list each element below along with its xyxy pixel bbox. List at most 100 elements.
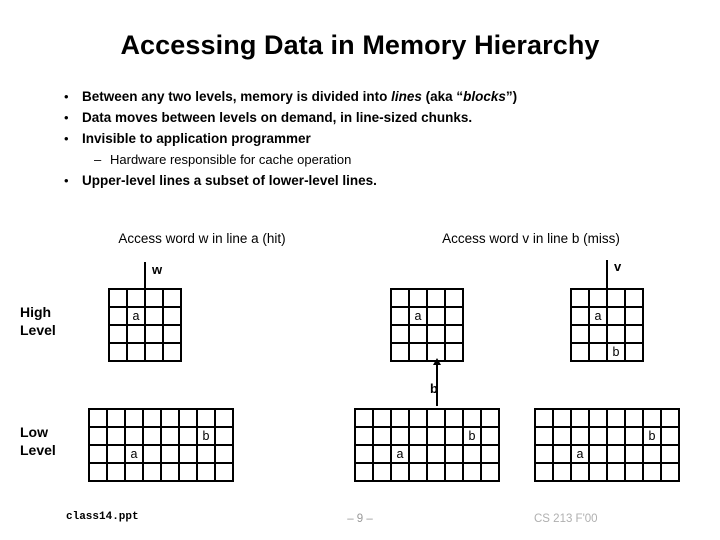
memory-line-cell	[198, 464, 214, 480]
memory-line-cell	[428, 410, 444, 426]
memory-line-cell	[410, 410, 426, 426]
caption-hit: Access word w in line a (hit)	[118, 231, 286, 246]
memory-line-cell: a	[392, 446, 408, 462]
memory-line-cell	[428, 428, 444, 444]
memory-line-cell	[164, 344, 180, 360]
bullet-dash-icon: –	[94, 152, 102, 167]
memory-line-cell	[644, 410, 660, 426]
memory-line-cell	[644, 464, 660, 480]
memory-line-cell	[356, 428, 372, 444]
memory-line-cell	[536, 464, 552, 480]
memory-line-cell	[108, 446, 124, 462]
line-b-transfer-label: b	[430, 381, 438, 396]
memory-line-cell	[108, 410, 124, 426]
memory-line-cell	[90, 446, 106, 462]
memory-line-cell	[128, 290, 144, 306]
row-label-high-line2: Level	[20, 322, 56, 338]
memory-line-cell	[216, 410, 232, 426]
bullet-item: • Data moves between levels on demand, in…	[62, 107, 702, 128]
memory-line-cell	[446, 446, 462, 462]
word-w-pointer-line	[144, 262, 146, 288]
memory-line-cell	[554, 446, 570, 462]
memory-line-label-b: b	[468, 428, 476, 443]
memory-line-cell	[446, 290, 462, 306]
bullet-dot-icon: •	[64, 173, 69, 188]
memory-line-cell	[180, 446, 196, 462]
memory-line-cell	[554, 428, 570, 444]
memory-line-cell	[428, 326, 444, 342]
memory-line-cell	[428, 344, 444, 360]
memory-line-cell	[356, 410, 372, 426]
memory-line-cell	[590, 446, 606, 462]
memory-line-cell	[392, 308, 408, 324]
memory-line-cell	[392, 464, 408, 480]
bullet-text-run: Data moves between levels on demand, in …	[82, 110, 473, 125]
memory-line-cell	[410, 290, 426, 306]
memory-line-label-a: a	[132, 308, 140, 323]
bullet-text: Invisible to application programmer	[82, 131, 311, 146]
memory-line-cell	[216, 428, 232, 444]
bullet-text-run: Hardware responsible for cache operation	[110, 152, 352, 167]
memory-line-cell	[572, 344, 588, 360]
memory-line-cell	[590, 344, 606, 360]
bullet-item: • Upper-level lines a subset of lower-lev…	[62, 170, 702, 191]
memory-line-cell	[572, 290, 588, 306]
memory-line-cell	[626, 326, 642, 342]
memory-line-cell	[392, 290, 408, 306]
memory-line-cell	[428, 464, 444, 480]
bullet-dot-icon: •	[64, 110, 69, 125]
row-label-low-line1: Low	[20, 424, 48, 440]
memory-line-cell	[590, 410, 606, 426]
memory-line-cell	[608, 290, 624, 306]
memory-line-cell	[446, 464, 462, 480]
memory-line-cell	[662, 446, 678, 462]
memory-line-cell	[482, 464, 498, 480]
memory-line-cell	[180, 428, 196, 444]
memory-line-cell	[146, 326, 162, 342]
bullet-dot-icon: •	[64, 131, 69, 146]
bullet-text-run: lines	[391, 89, 422, 104]
memory-line-label-b: b	[202, 428, 210, 443]
memory-line-cell	[428, 290, 444, 306]
memory-line-cell	[410, 344, 426, 360]
memory-line-cell	[144, 428, 160, 444]
bullet-text: Data moves between levels on demand, in …	[82, 110, 472, 125]
memory-line-cell: a	[410, 308, 426, 324]
memory-line-cell	[162, 446, 178, 462]
memory-line-cell	[90, 464, 106, 480]
memory-line-cell	[392, 410, 408, 426]
memory-line-cell	[374, 446, 390, 462]
memory-line-cell	[90, 428, 106, 444]
memory-line-cell	[608, 410, 624, 426]
memory-line-cell	[572, 308, 588, 324]
memory-line-cell	[110, 308, 126, 324]
bullet-text: Upper-level lines a subset of lower-leve…	[82, 173, 377, 188]
memory-line-cell	[198, 446, 214, 462]
memory-line-cell	[162, 410, 178, 426]
caption-miss: Access word v in line b (miss)	[442, 231, 620, 246]
memory-line-cell	[536, 428, 552, 444]
memory-line-cell	[356, 446, 372, 462]
memory-line-cell	[164, 308, 180, 324]
memory-line-cell	[392, 428, 408, 444]
memory-line-label-a: a	[130, 446, 138, 461]
bullet-item: •Between any two levels, memory is divid…	[62, 86, 702, 107]
word-v-pointer-line	[606, 260, 608, 288]
row-label-high-level: High Level	[20, 303, 56, 339]
memory-line-cell	[374, 464, 390, 480]
bullet-text: Between any two levels, memory is divide…	[82, 89, 517, 104]
memory-line-cell	[90, 410, 106, 426]
memory-line-cell	[216, 446, 232, 462]
memory-line-cell	[482, 446, 498, 462]
memory-line-cell	[144, 410, 160, 426]
memory-line-cell	[590, 428, 606, 444]
memory-line-label-a: a	[594, 308, 602, 323]
memory-line-cell	[110, 290, 126, 306]
memory-line-cell	[554, 464, 570, 480]
memory-line-cell	[198, 410, 214, 426]
memory-line-cell: a	[128, 308, 144, 324]
